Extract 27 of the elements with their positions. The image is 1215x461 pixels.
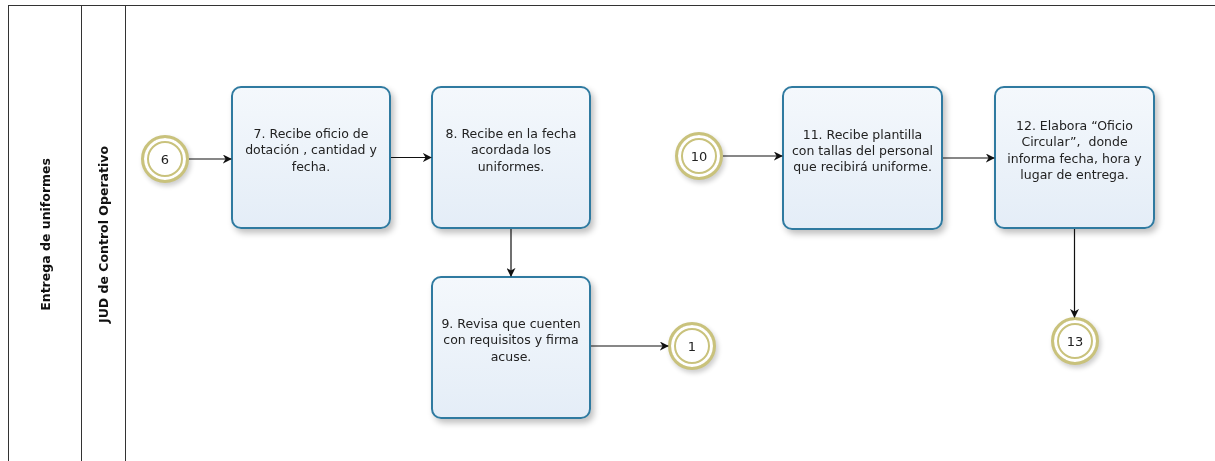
arrow (722, 151, 783, 161)
event-number: 10 (690, 148, 708, 164)
event-circle (1051, 317, 1099, 365)
process-box (782, 86, 943, 230)
arrow (942, 153, 995, 163)
step-text: 9. Revisa que cuenten con requisitos y firma acuse. (440, 316, 582, 365)
process-box (431, 276, 591, 419)
event-circle (668, 322, 716, 370)
step-text: 12. Elabora “Oficio Circular”, donde informa fecha, hora y lugar de entrega. (1006, 118, 1143, 183)
lane-label: JUD de Control Operativo (96, 145, 111, 323)
arrow (506, 228, 516, 277)
event-number: 1 (687, 338, 697, 354)
pool-label: Entrega de uniformes (37, 157, 53, 311)
step-text: 11. Recibe plantilla con tallas del personal que recibirá uniforme. (790, 126, 935, 176)
step-text: 8. Recibe en la fecha acordada los uniformes. (444, 126, 578, 175)
event-number: 13 (1066, 333, 1084, 349)
arrow (1070, 228, 1079, 318)
step-text: 7. Recibe oficio de dotación , cantidad y fecha. (244, 126, 378, 175)
event-number: 6 (160, 151, 170, 167)
event-circle (141, 135, 189, 183)
arrow (390, 153, 432, 162)
process-box (231, 86, 391, 229)
arrow (188, 154, 232, 164)
process-box (994, 86, 1155, 229)
process-box (431, 86, 591, 229)
event-circle (675, 132, 723, 180)
arrow (590, 341, 669, 351)
